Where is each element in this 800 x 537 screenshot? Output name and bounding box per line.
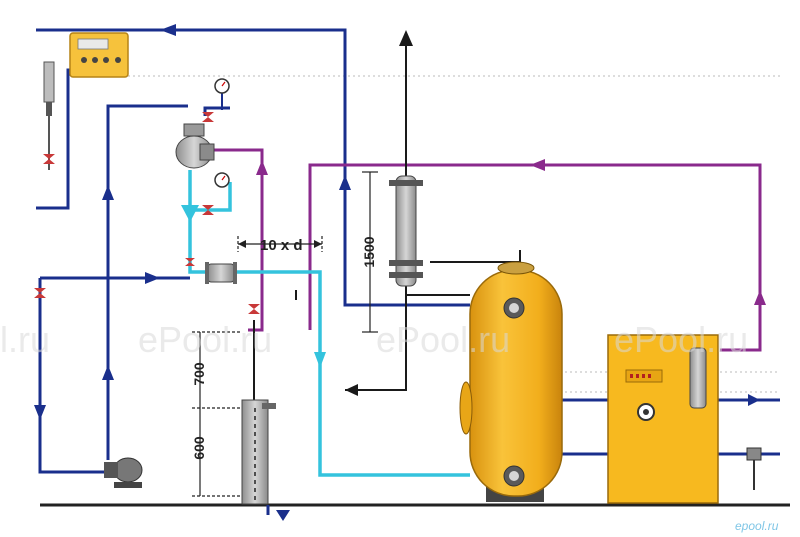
inline-heater (205, 262, 237, 284)
right-probe (746, 447, 762, 490)
treated-arrows (181, 205, 326, 368)
vent-arrow (399, 30, 413, 46)
watermark-4: ePool.ru (614, 319, 748, 360)
label-pipe-run: 10 x d (260, 237, 303, 254)
watermark-3: ePool.ru (376, 319, 510, 360)
control-arrows (256, 159, 766, 305)
corner-logo: epool.ru (735, 519, 779, 533)
drain-arrow (345, 384, 358, 396)
dimension-arrows (238, 240, 322, 248)
label-lower-height: 600 (191, 436, 207, 460)
sand-filter-tank (459, 261, 563, 502)
label-upper-height: 700 (191, 362, 207, 386)
label-tube-height: 1500 (361, 236, 377, 267)
supply-arrows (34, 24, 760, 521)
valves (34, 112, 260, 314)
drain-column (241, 399, 276, 505)
watermark-1: l.ru (0, 319, 50, 360)
uv-tube (389, 175, 423, 287)
watermark-2: ePool.ru (138, 319, 272, 360)
sensor-probe (43, 61, 55, 170)
treated-pipes (188, 170, 470, 477)
circulation-pump (175, 123, 215, 169)
control-unit (69, 32, 129, 78)
heat-pump-cabinet (607, 334, 719, 504)
dimension-lines (192, 171, 378, 497)
pressure-gauges (214, 78, 230, 188)
feed-pump (104, 457, 143, 488)
